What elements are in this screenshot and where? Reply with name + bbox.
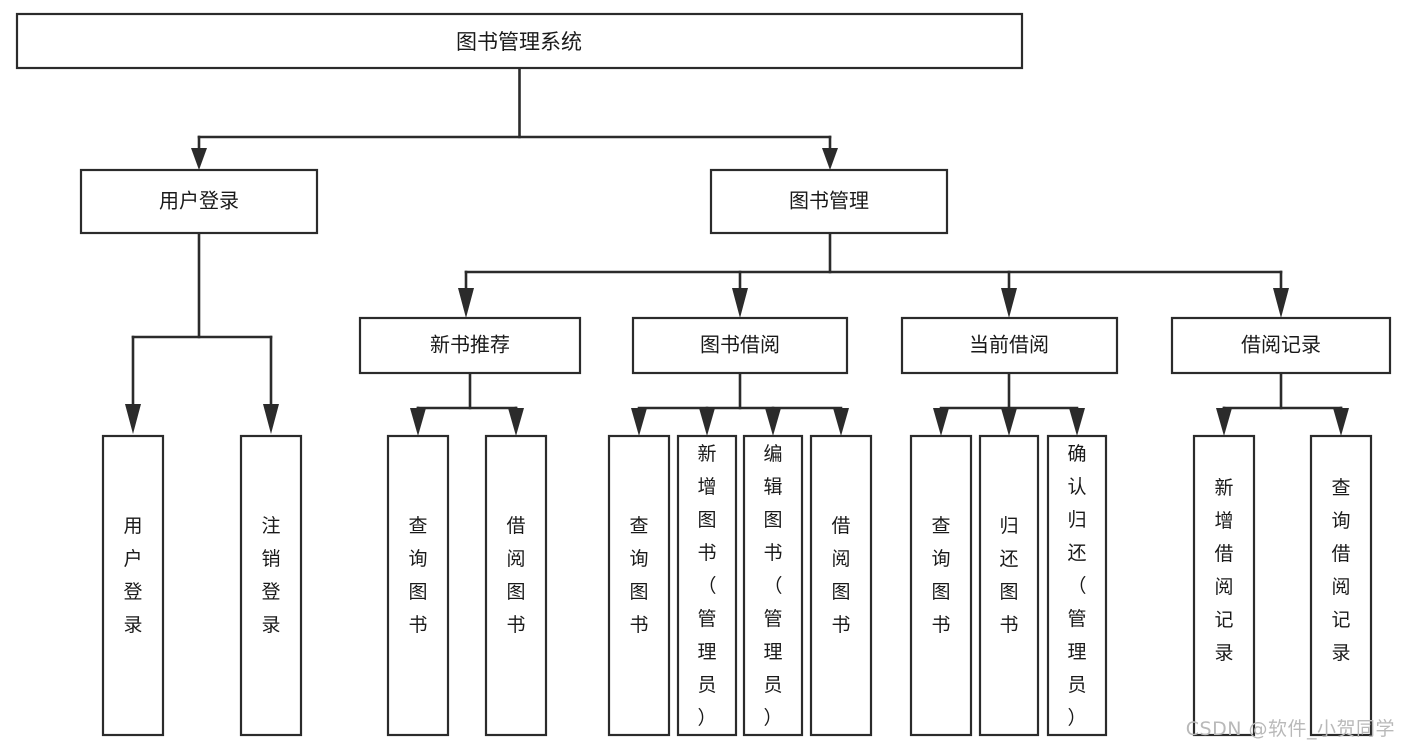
leaf-add-book-admin-label: 新增图书（管理员） (697, 443, 716, 729)
leaf-confirm-return-admin-label: 确认归还（管理员） (1067, 443, 1086, 729)
node-root-box[interactable] (15, 12, 1024, 70)
arrow-borrow-record-leaf1 (1216, 408, 1232, 436)
node-new-book-recommend[interactable]: 新书推荐 (358, 316, 582, 375)
arrow-new-book-leaf2 (508, 408, 524, 436)
node-book-management-label: 图书管理 (789, 189, 869, 213)
arrow-borrow-leaf2 (699, 408, 715, 436)
arrow-to-user-login (191, 148, 207, 170)
arrow-to-current-borrow (1001, 288, 1017, 318)
leaf-logout-box[interactable] (239, 434, 303, 737)
leaf-user-login-box[interactable] (101, 434, 165, 737)
arrow-to-book-mgmt (822, 148, 838, 170)
leaf-query-book-2[interactable]: 查询图书 (607, 434, 671, 737)
node-root-system[interactable]: 图书管理系统 (15, 12, 1024, 70)
leaf-add-book-admin[interactable]: 新增图书（管理员） (676, 434, 738, 737)
leaf-logout-label: 注销登录 (261, 515, 280, 636)
leaf-edit-book-admin-box[interactable] (742, 434, 804, 737)
arrow-borrow-record-leaf2 (1333, 408, 1349, 436)
leaf-query-book-2-label: 查询图书 (629, 515, 648, 636)
leaf-query-borrow-record-label: 查询借阅记录 (1331, 477, 1350, 664)
leaf-query-book-1-label: 查询图书 (408, 515, 427, 636)
node-borrow-record-label: 借阅记录 (1241, 333, 1321, 357)
node-borrow-record-box[interactable] (1170, 316, 1392, 375)
arrow-new-book-leaf1 (410, 408, 426, 436)
node-user-login[interactable]: 用户登录 (79, 168, 319, 235)
leaf-borrow-book-2-label: 借阅图书 (831, 515, 850, 636)
node-current-borrow-box[interactable] (900, 316, 1119, 375)
leaf-query-book-1[interactable]: 查询图书 (386, 434, 450, 737)
arrow-to-borrow (732, 288, 748, 318)
arrow-borrow-leaf4 (833, 408, 849, 436)
arrow-current-borrow-leaf3 (1069, 408, 1085, 436)
node-book-borrow[interactable]: 图书借阅 (631, 316, 849, 375)
node-book-management[interactable]: 图书管理 (709, 168, 949, 235)
arrow-user-login-leaf2 (263, 404, 279, 434)
node-user-login-label: 用户登录 (159, 189, 239, 213)
connector-layer (125, 66, 1349, 436)
leaf-confirm-return-admin-box[interactable] (1046, 434, 1108, 737)
leaf-add-borrow-record-label: 新增借阅记录 (1214, 477, 1233, 664)
leaf-query-book-3[interactable]: 查询图书 (909, 434, 973, 737)
leaf-query-book-3-label: 查询图书 (931, 515, 950, 636)
leaf-return-book-label: 归还图书 (999, 515, 1018, 636)
node-new-book-recommend-box[interactable] (358, 316, 582, 375)
leaf-query-book-2-box[interactable] (607, 434, 671, 737)
arrow-current-borrow-leaf2 (1001, 408, 1017, 436)
arrow-to-new-book (458, 288, 474, 318)
leaf-borrow-book-2[interactable]: 借阅图书 (809, 434, 873, 737)
node-borrow-record[interactable]: 借阅记录 (1170, 316, 1392, 375)
node-book-management-box[interactable] (709, 168, 949, 235)
leaf-logout[interactable]: 注销登录 (239, 434, 303, 737)
leaf-query-borrow-record[interactable]: 查询借阅记录 (1309, 434, 1373, 737)
node-book-borrow-label: 图书借阅 (700, 333, 780, 357)
leaf-borrow-book-1-label: 借阅图书 (506, 515, 525, 636)
arrow-to-borrow-record (1273, 288, 1289, 318)
leaf-return-book-box[interactable] (978, 434, 1040, 737)
leaf-user-login[interactable]: 用户登录 (101, 434, 165, 737)
node-new-book-recommend-label: 新书推荐 (430, 333, 510, 357)
leaf-borrow-book-2-box[interactable] (809, 434, 873, 737)
arrow-user-login-leaf1 (125, 404, 141, 434)
node-root-label: 图书管理系统 (456, 30, 582, 54)
leaf-borrow-book-1-box[interactable] (484, 434, 548, 737)
leaf-return-book[interactable]: 归还图书 (978, 434, 1040, 737)
leaf-add-borrow-record-box[interactable] (1192, 434, 1256, 737)
leaf-user-login-label: 用户登录 (123, 515, 142, 636)
node-current-borrow[interactable]: 当前借阅 (900, 316, 1119, 375)
arrow-current-borrow-leaf1 (933, 408, 949, 436)
node-user-login-box[interactable] (79, 168, 319, 235)
leaf-edit-book-admin-label: 编辑图书（管理员） (763, 443, 782, 729)
leaf-add-borrow-record[interactable]: 新增借阅记录 (1192, 434, 1256, 737)
leaf-query-borrow-record-box[interactable] (1309, 434, 1373, 737)
leaf-confirm-return-admin[interactable]: 确认归还（管理员） (1046, 434, 1108, 737)
leaf-add-book-admin-box[interactable] (676, 434, 738, 737)
arrow-borrow-leaf3 (765, 408, 781, 436)
node-book-borrow-box[interactable] (631, 316, 849, 375)
leaf-edit-book-admin[interactable]: 编辑图书（管理员） (742, 434, 804, 737)
arrow-borrow-leaf1 (631, 408, 647, 436)
csdn-watermark: CSDN @软件_小贺同学 (1185, 718, 1395, 740)
leaf-query-book-3-box[interactable] (909, 434, 973, 737)
leaf-borrow-book-1[interactable]: 借阅图书 (484, 434, 548, 737)
node-current-borrow-label: 当前借阅 (969, 333, 1049, 357)
leaf-query-book-1-box[interactable] (386, 434, 450, 737)
